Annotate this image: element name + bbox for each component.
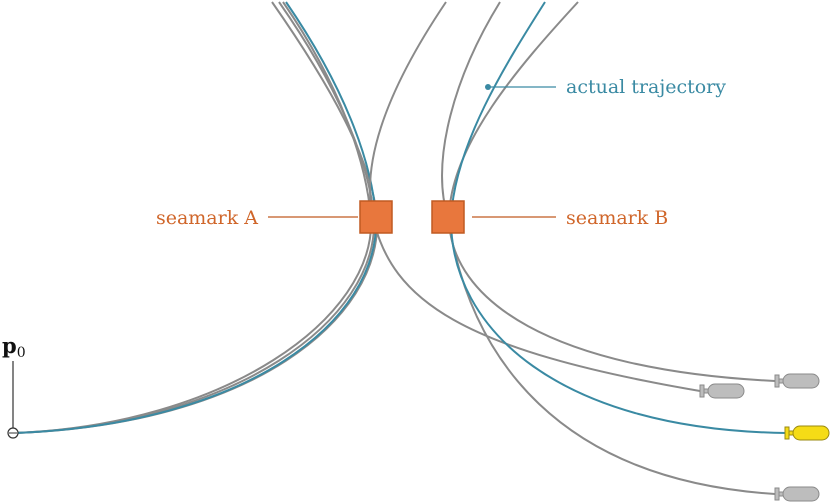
vessel-2[interactable]: [774, 373, 820, 389]
actual-trajectory-label: actual trajectory: [566, 76, 726, 98]
submarine-icon: [774, 373, 820, 389]
seamark-b-icon[interactable]: [431, 200, 465, 234]
trajectory-left-3: [13, 1, 373, 434]
origin-label: p0: [2, 333, 26, 361]
seamark-a-label: seamark A: [156, 207, 258, 229]
seamark-a-icon[interactable]: [359, 200, 393, 234]
submarine-icon: [699, 383, 745, 399]
seamark-b-label: seamark B: [566, 207, 668, 229]
vessel-actual[interactable]: [784, 425, 830, 441]
origin-label-sub: 0: [17, 345, 26, 361]
submarine-icon: [784, 425, 830, 441]
trajectory-to-vessel-1: [369, 1, 701, 392]
trajectory-left-actual: [13, 1, 378, 434]
trajectory-to-vessel-actual[interactable]: [449, 1, 787, 434]
vessel-3[interactable]: [774, 486, 820, 502]
origin-label-main: p: [2, 333, 17, 358]
left-trajectories: [13, 1, 379, 434]
trajectory-left-2: [13, 1, 376, 434]
submarine-icon: [774, 486, 820, 502]
vessel-1[interactable]: [699, 383, 745, 399]
trajectory-to-vessel-2: [447, 1, 776, 382]
